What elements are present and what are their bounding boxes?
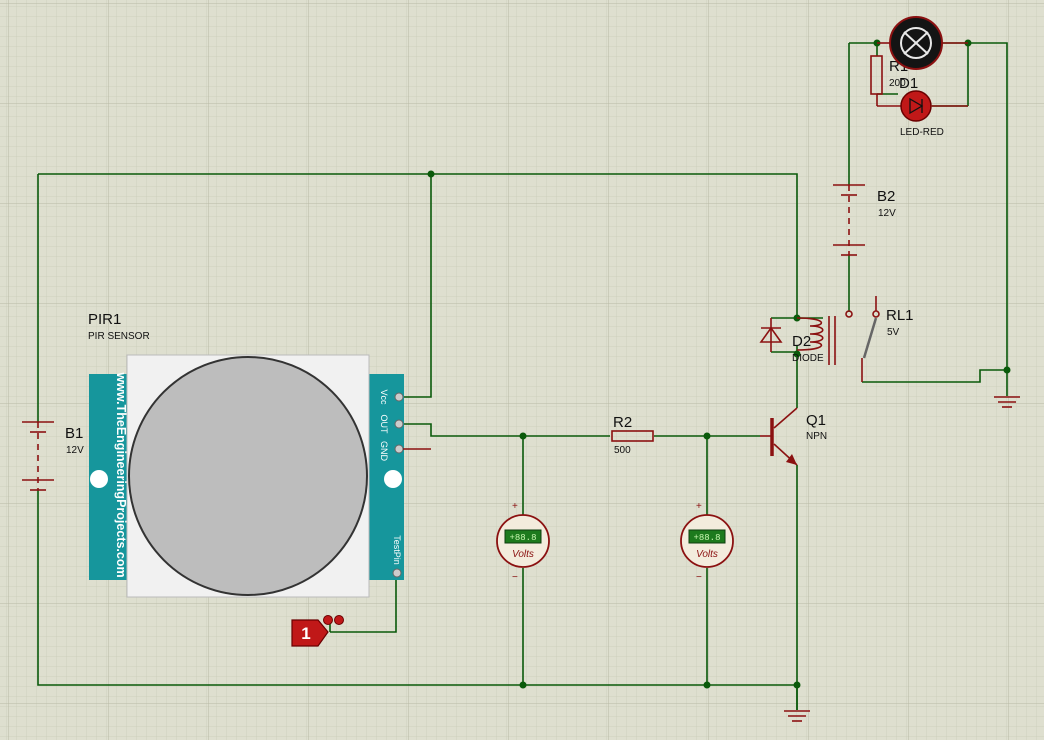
wires [37,42,1008,710]
r1-value: 200 [889,78,906,89]
voltmeter-2-reading: +88.8 [693,533,720,543]
pir1-value: PIR SENSOR [88,331,150,342]
q1-value: NPN [806,431,827,442]
d1-ref: D1 [899,75,918,92]
d2-ref: D2 [792,333,811,350]
battery-b2[interactable]: B2 12V [833,184,896,256]
voltmeter-1-display [504,529,542,544]
voltmeter-2-display [688,529,726,544]
pir1-ref: PIR1 [88,311,121,328]
pir-pin-out[interactable] [394,419,404,429]
pir-pin-testpin-label: TestPin [392,535,402,565]
q1-ref: Q1 [806,412,826,429]
voltmeter-1-minus: − [512,572,518,583]
pir-sensor-pir1[interactable]: PIR1 PIR SENSOR www.TheEngineeringProjec… [88,311,431,598]
diode-d2[interactable]: D2 DIODE [759,318,824,364]
pir-pin-testpin[interactable] [392,568,402,578]
ground-symbol [994,396,1020,408]
b1-value: 12V [66,445,84,456]
logic-state-source[interactable]: 1 [291,615,344,647]
voltmeter-1-plus: + [512,501,518,512]
transistor-q1[interactable]: Q1 NPN [760,407,827,466]
pir-pin-vcc-label: Vcc [379,389,389,405]
pir-mount-hole-right [384,470,402,488]
voltmeter-2-plus: + [696,501,702,512]
resistor-r2[interactable]: R2 500 [611,414,654,456]
pir-dome [128,356,368,596]
r2-value: 500 [614,445,631,456]
relay-rl1[interactable]: RL1 5V [796,296,914,382]
battery-b1[interactable]: B1 12V [22,421,84,491]
junction-dots [427,39,1011,689]
logic-state-value: 1 [301,624,310,643]
voltmeter-2[interactable]: +88.8 Volts + − [680,501,734,583]
led-d1[interactable]: D1 LED-RED [876,75,968,138]
d2-value: DIODE [792,353,824,364]
voltmeter-2-minus: − [696,572,702,583]
b2-ref: B2 [877,188,895,205]
pir-pin-out-label: OUT [379,415,389,435]
logic-probe-indicator [323,615,333,625]
voltmeter-1-unit: Volts [512,549,534,560]
rl1-ref: RL1 [886,307,914,324]
pir-brand-text: www.TheEngineeringProjects.com [114,371,128,577]
b1-ref: B1 [65,425,83,442]
b2-value: 12V [878,208,896,219]
d1-value: LED-RED [900,127,944,138]
voltmeter-1-reading: +88.8 [509,533,536,543]
ground-symbol [784,685,810,722]
voltmeter-2-unit: Volts [696,549,718,560]
rl1-value: 5V [887,327,900,338]
voltmeter-1[interactable]: +88.8 Volts + − [496,501,550,583]
pir-pin-gnd[interactable] [394,444,404,454]
pir-pin-gnd-label: GND [379,441,389,462]
pir-mount-hole-left [90,470,108,488]
lamp-icon[interactable] [877,16,968,70]
pir-pin-vcc[interactable] [394,392,404,402]
logic-probe-indicator [334,615,344,625]
r2-ref: R2 [613,414,632,431]
